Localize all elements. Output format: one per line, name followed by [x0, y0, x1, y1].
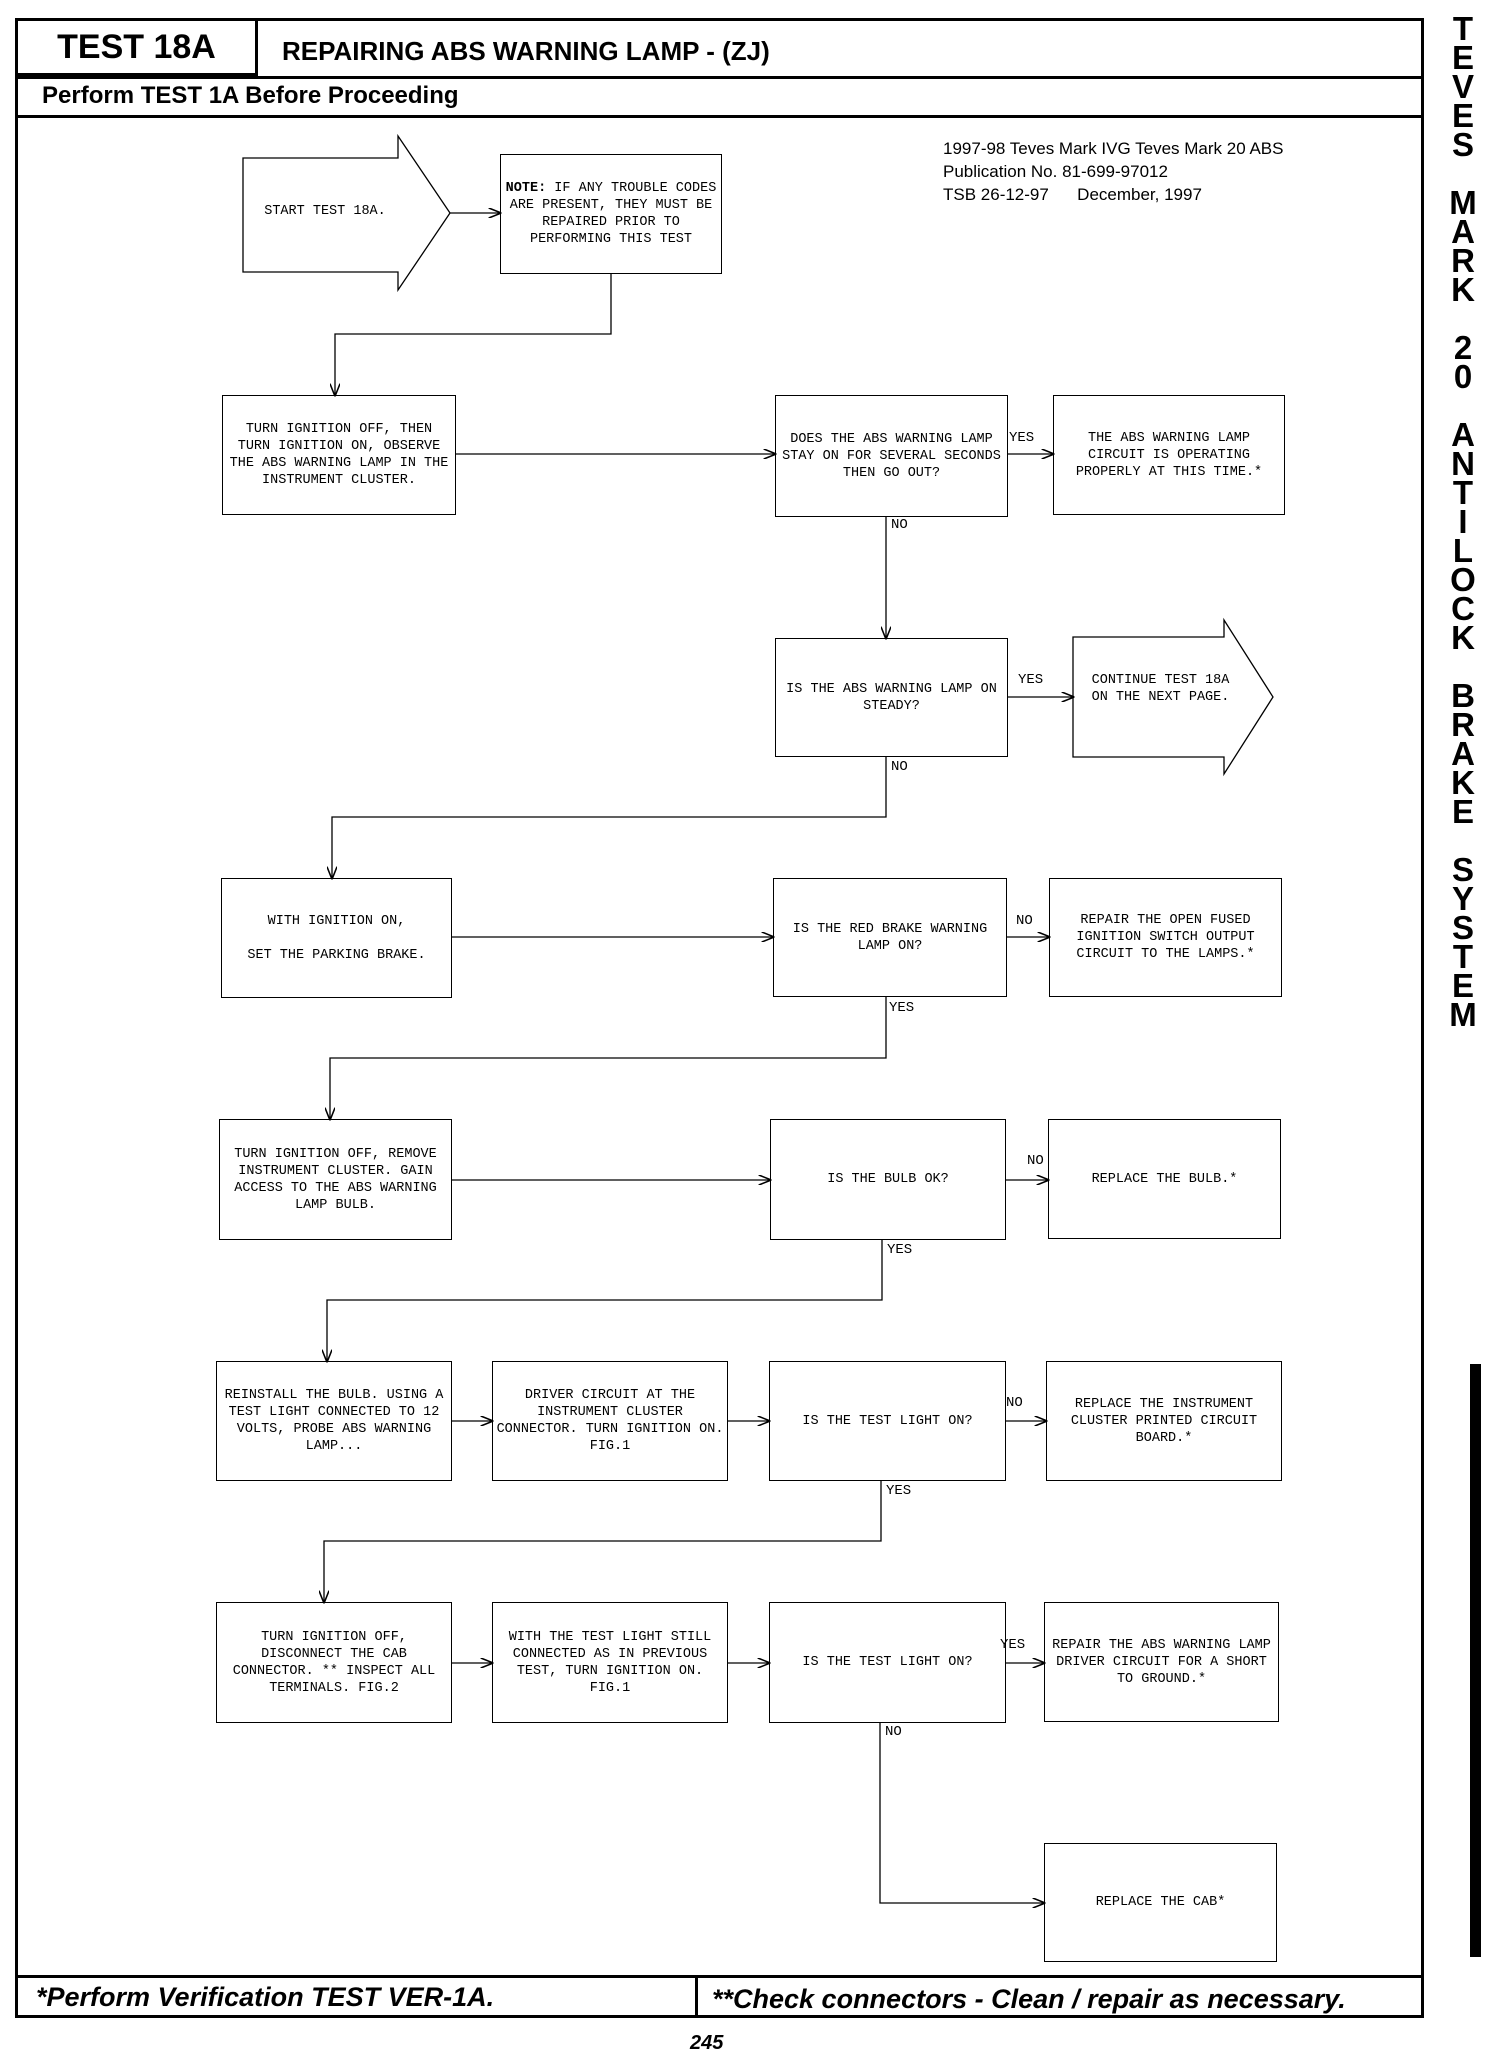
step-observe-lamp: TURN IGNITION OFF, THEN TURN IGNITION ON… — [222, 395, 456, 515]
side-title-letter: R — [1451, 706, 1475, 743]
side-title-letter: A — [1451, 735, 1475, 772]
note-label: NOTE: — [505, 181, 547, 196]
divider — [18, 76, 1421, 79]
side-title-letter: 2 — [1453, 329, 1473, 366]
side-title-letter: E — [1451, 39, 1474, 76]
side-title-letter: 0 — [1453, 358, 1473, 395]
no-label: NO — [1027, 1153, 1044, 1169]
side-title-letter: K — [1451, 619, 1475, 656]
yes-label: YES — [1009, 430, 1035, 446]
divider — [18, 1975, 1421, 1978]
side-title-letter: N — [1451, 445, 1475, 482]
side-title-letter: Y — [1451, 880, 1474, 917]
result-replace-bulb: REPLACE THE BULB.* — [1048, 1119, 1281, 1239]
side-title-letter: I — [1458, 503, 1468, 540]
side-title-letter: K — [1451, 271, 1475, 308]
side-title-letter: C — [1451, 590, 1475, 627]
no-label: NO — [1016, 913, 1033, 929]
test-label: TEST 18A — [18, 21, 258, 76]
side-title-letter: T — [1452, 10, 1474, 47]
side-title-letter: K — [1451, 764, 1475, 801]
side-bar — [1470, 1364, 1481, 1957]
side-title-letter: B — [1451, 677, 1475, 714]
question-test-light-on: IS THE TEST LIGHT ON? — [769, 1361, 1006, 1481]
result-circuit-ok: THE ABS WARNING LAMP CIRCUIT IS OPERATIN… — [1053, 395, 1285, 515]
no-label: NO — [891, 517, 908, 533]
yes-label: YES — [1018, 672, 1044, 688]
side-title-letter: M — [1449, 996, 1477, 1033]
note-text: IF ANY TROUBLE CODES ARE PRESENT, THEY M… — [509, 181, 717, 247]
footnote-verification: *Perform Verification TEST VER-1A. — [36, 1982, 495, 2012]
step-parking-brake: WITH IGNITION ON, SET THE PARKING BRAKE. — [221, 878, 452, 998]
page-title: REPAIRING ABS WARNING LAMP - (ZJ) — [282, 36, 770, 66]
no-label: NO — [891, 759, 908, 775]
result-continue: CONTINUE TEST 18A ON THE NEXT PAGE. — [1091, 673, 1230, 705]
result-replace-cab: REPLACE THE CAB* — [1044, 1843, 1277, 1962]
yes-label: YES — [887, 1242, 913, 1258]
side-title-letter: E — [1451, 967, 1474, 1004]
side-title-letter: S — [1451, 851, 1474, 888]
publication-info: 1997-98 Teves Mark IVG Teves Mark 20 ABS… — [943, 137, 1283, 206]
side-title-letter: T — [1452, 474, 1474, 511]
divider — [695, 1975, 698, 2018]
no-label: NO — [1006, 1395, 1023, 1411]
side-title-letter: T — [1452, 938, 1474, 975]
start-step: START TEST 18A. — [264, 204, 386, 219]
question-lamp-stay-on: DOES THE ABS WARNING LAMP STAY ON FOR SE… — [775, 395, 1008, 517]
side-title-letter: S — [1451, 126, 1474, 163]
side-title-letter: O — [1450, 561, 1476, 598]
side-title-letter: A — [1451, 416, 1475, 453]
no-label: NO — [885, 1724, 902, 1740]
question-bulb-ok: IS THE BULB OK? — [770, 1119, 1006, 1240]
result-repair-fused-circuit: REPAIR THE OPEN FUSED IGNITION SWITCH OU… — [1049, 878, 1282, 997]
continue-arrow-shape — [1072, 617, 1274, 777]
side-title-letter: S — [1451, 909, 1474, 946]
publication-line: TSB 26-12-97 December, 1997 — [943, 185, 1202, 204]
side-title-letter: L — [1452, 532, 1474, 569]
yes-label: YES — [889, 1000, 915, 1016]
result-replace-circuit-board: REPLACE THE INSTRUMENT CLUSTER PRINTED C… — [1046, 1361, 1282, 1481]
result-repair-driver-short: REPAIR THE ABS WARNING LAMP DRIVER CIRCU… — [1044, 1602, 1279, 1722]
question-lamp-steady: IS THE ABS WARNING LAMP ON STEADY? — [775, 638, 1008, 757]
step-reinstall-bulb: REINSTALL THE BULB. USING A TEST LIGHT C… — [216, 1361, 452, 1481]
side-title-letter: A — [1451, 213, 1475, 250]
start-arrow-shape — [242, 133, 451, 293]
step-disconnect-cab: TURN IGNITION OFF, DISCONNECT THE CAB CO… — [216, 1602, 452, 1723]
step-remove-cluster: TURN IGNITION OFF, REMOVE INSTRUMENT CLU… — [219, 1119, 452, 1240]
step-test-light-connected: WITH THE TEST LIGHT STILL CONNECTED AS I… — [492, 1602, 728, 1723]
page-number: 245 — [690, 2032, 724, 2054]
side-title-letter: M — [1449, 184, 1477, 221]
side-title-letter: E — [1451, 97, 1474, 134]
side-title-letter: R — [1451, 242, 1475, 279]
side-title-letter: V — [1451, 68, 1474, 105]
divider — [18, 115, 1421, 118]
step-driver-circuit: DRIVER CIRCUIT AT THE INSTRUMENT CLUSTER… — [492, 1361, 728, 1481]
side-title-letter: E — [1451, 793, 1474, 830]
question-red-brake-lamp: IS THE RED BRAKE WARNING LAMP ON? — [773, 878, 1007, 997]
perform-note: Perform TEST 1A Before Proceeding — [42, 82, 459, 109]
page-frame — [15, 18, 1424, 2018]
yes-label: YES — [886, 1483, 912, 1499]
publication-line: 1997-98 Teves Mark IVG Teves Mark 20 ABS — [943, 139, 1284, 158]
footnote-connectors: **Check connectors - Clean / repair as n… — [712, 1984, 1346, 2014]
question-test-light-on-2: IS THE TEST LIGHT ON? — [769, 1602, 1006, 1723]
note-box: NOTE: IF ANY TROUBLE CODES ARE PRESENT, … — [500, 154, 722, 274]
yes-label: YES — [1000, 1637, 1026, 1653]
publication-line: Publication No. 81-699-97012 — [943, 162, 1168, 181]
